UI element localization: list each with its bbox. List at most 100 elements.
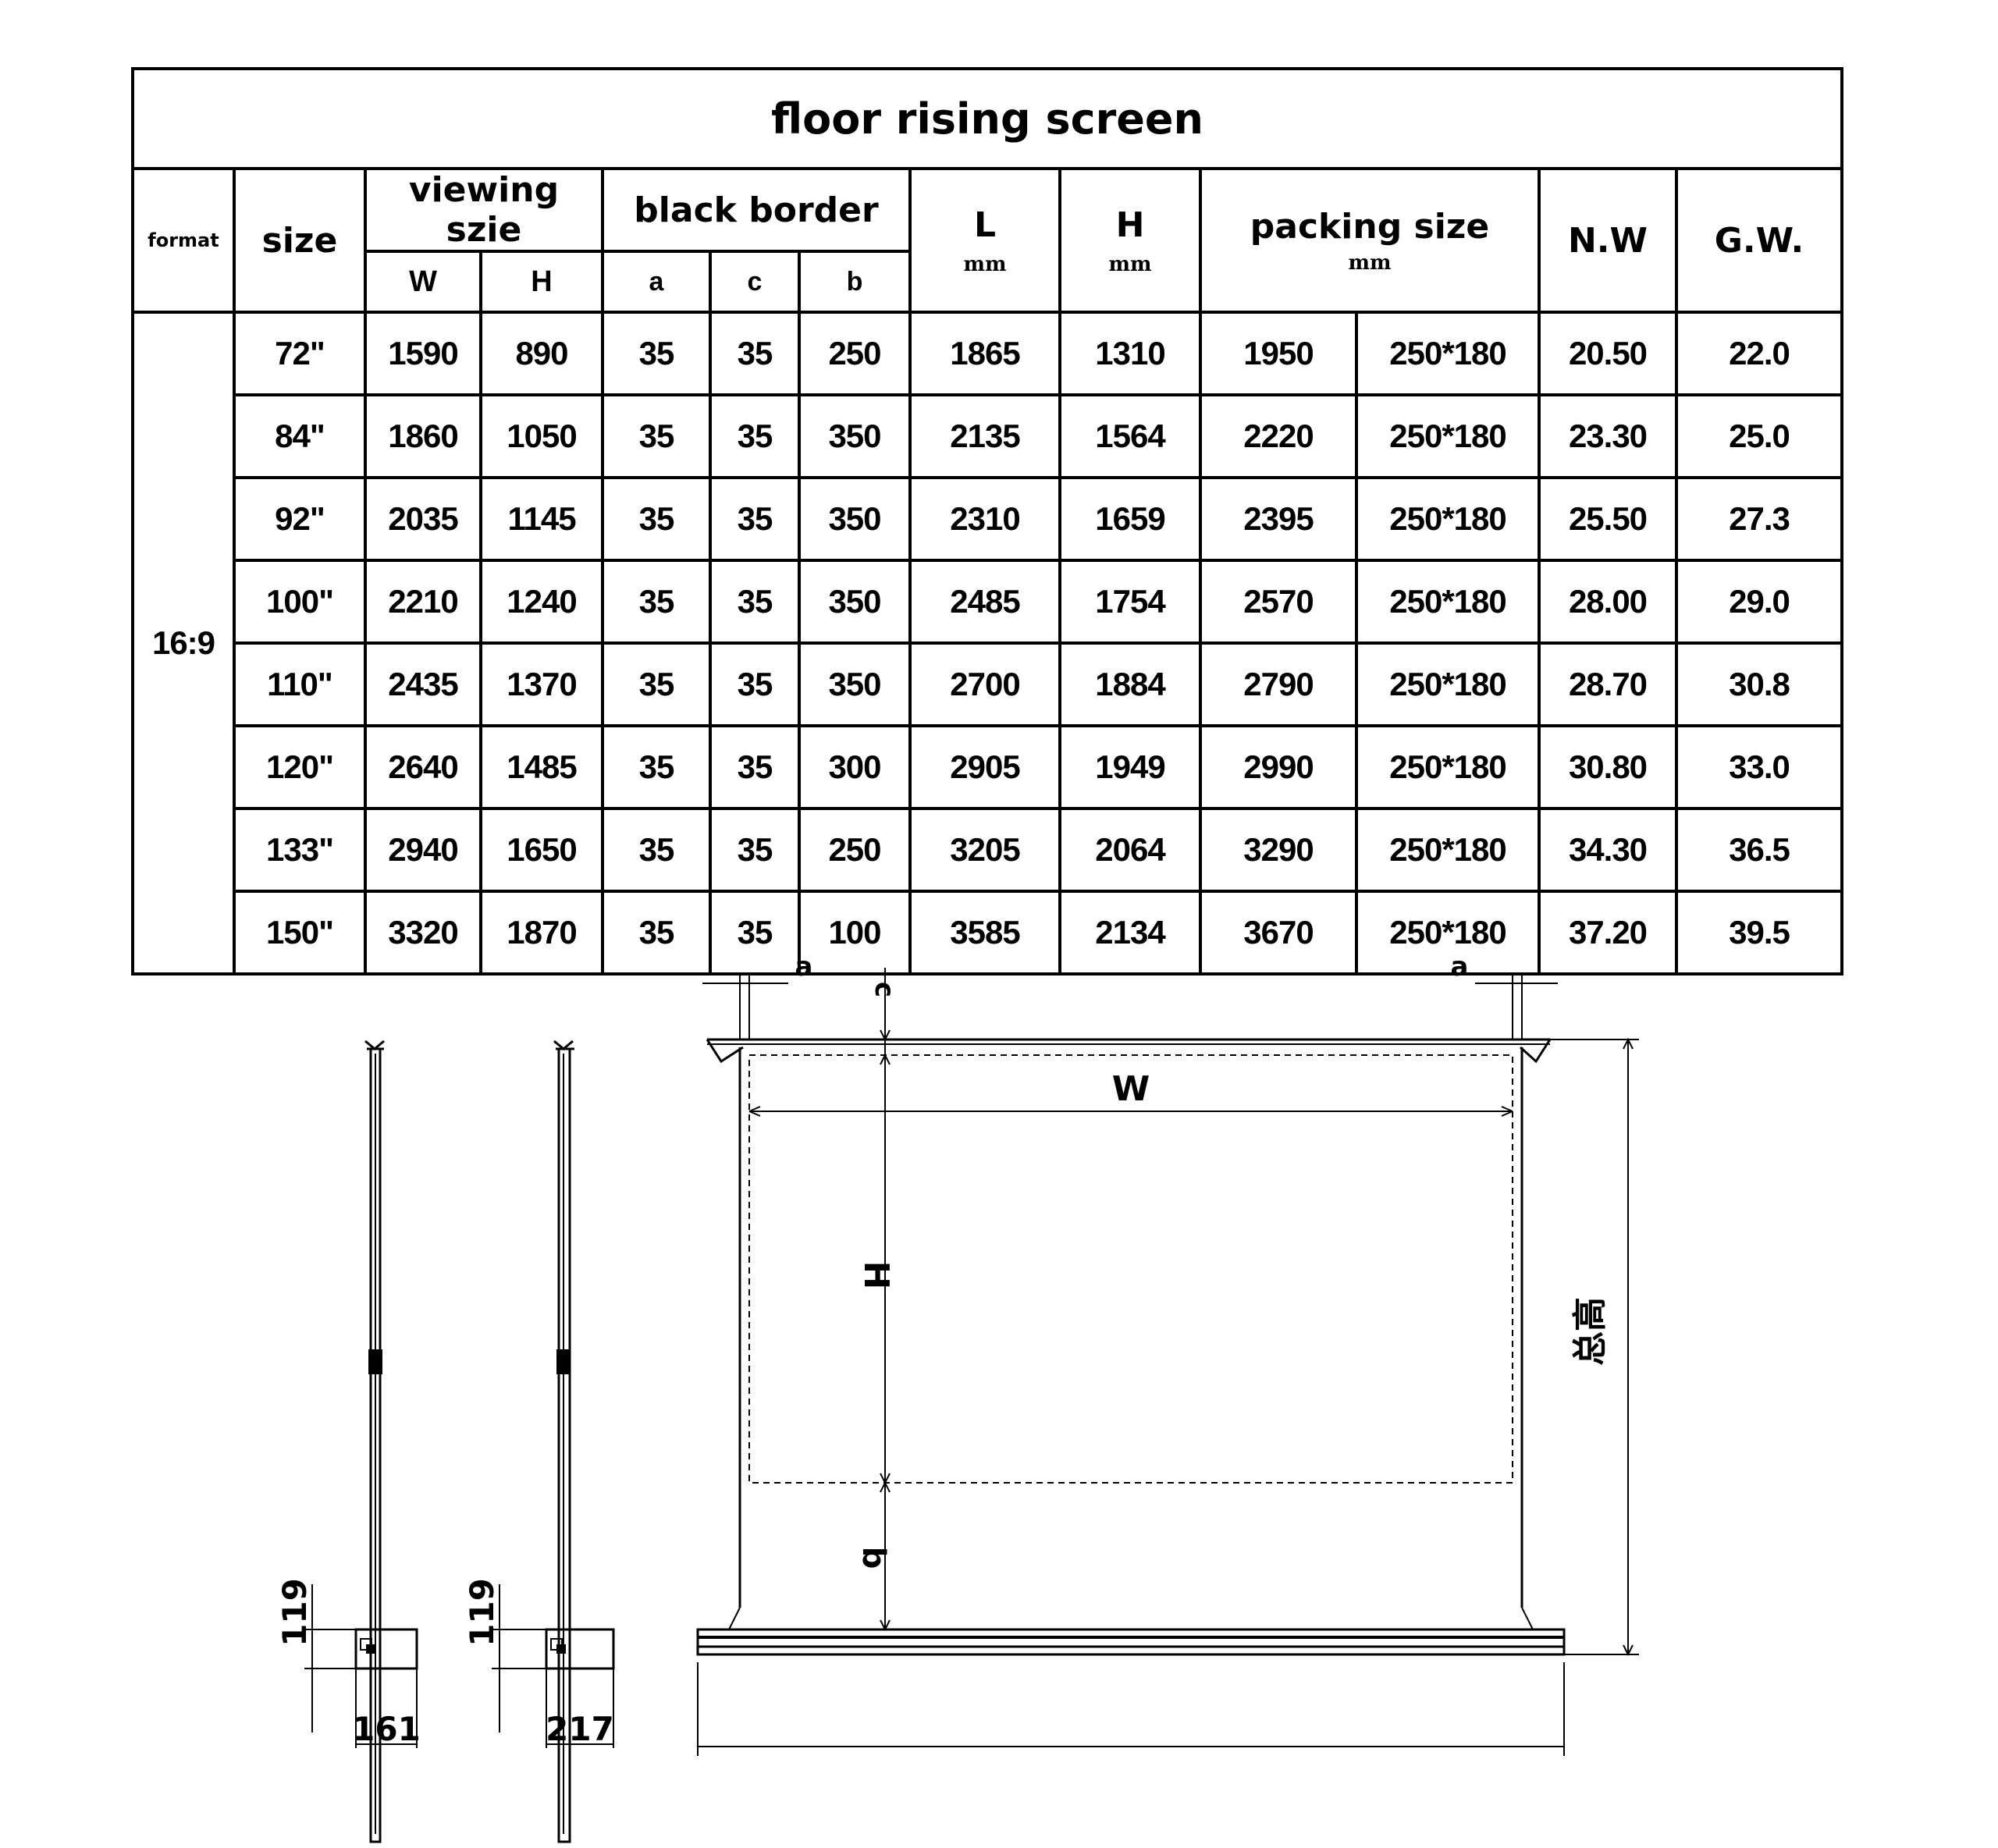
cell-w: 3320	[364, 890, 482, 976]
cell-pack-sec: 250*180	[1355, 559, 1541, 645]
cell-b: 250	[798, 807, 912, 893]
cell-c: 35	[709, 807, 801, 893]
side-view-1-pole	[369, 1047, 382, 1843]
cell-b: 350	[798, 476, 912, 562]
format-value: 16:9	[131, 311, 236, 976]
cell-b: 350	[798, 559, 912, 645]
header-length-label: L	[973, 204, 997, 245]
cell-a: 35	[601, 393, 712, 479]
cell-pack-sec: 250*180	[1355, 393, 1541, 479]
header-viewing-w: W	[364, 250, 482, 314]
header-border-b: b	[798, 250, 912, 314]
side-view-1-joint	[368, 1349, 382, 1374]
front-view-base-case	[696, 1628, 1566, 1656]
cell-a: 35	[601, 724, 712, 810]
cell-w: 2210	[364, 559, 482, 645]
cell-h: 1310	[1058, 311, 1202, 396]
cell-gw: 27.3	[1674, 476, 1844, 562]
cell-gw: 22.0	[1674, 311, 1844, 396]
cell-h: 1370	[479, 641, 604, 727]
front-view-label-a-right: a	[1451, 952, 1469, 983]
cell-w: 2940	[364, 807, 482, 893]
cell-h: 1485	[479, 724, 604, 810]
cell-l: 2310	[908, 476, 1061, 562]
cell-pack-len: 2990	[1199, 724, 1358, 810]
cell-pack-sec: 250*180	[1355, 890, 1541, 976]
cell-gw: 33.0	[1674, 724, 1844, 810]
front-view-label-total-height: 总高	[1570, 1297, 1610, 1366]
cell-w: 2035	[364, 476, 482, 562]
side-view-2	[492, 1040, 615, 1843]
header-height: H mm	[1058, 167, 1202, 314]
cell-nw: 28.00	[1538, 559, 1678, 645]
cell-h: 1659	[1058, 476, 1202, 562]
header-viewing-h: H	[479, 250, 604, 314]
header-viewing-size: viewing szie	[364, 167, 604, 253]
cell-pack-len: 2395	[1199, 476, 1358, 562]
front-view-label-w: W	[1112, 1069, 1150, 1109]
cell-h: 1870	[479, 890, 604, 976]
cell-c: 35	[709, 724, 801, 810]
cell-pack-sec: 250*180	[1355, 641, 1541, 727]
cell-w: 2640	[364, 724, 482, 810]
cell-w: 1590	[364, 311, 482, 396]
cell-l: 2700	[908, 641, 1061, 727]
cell-h: 1884	[1058, 641, 1202, 727]
cell-l: 2135	[908, 393, 1061, 479]
side-view-1-base	[354, 1628, 418, 1670]
header-border-a: a	[601, 250, 712, 314]
cell-gw: 39.5	[1674, 890, 1844, 976]
table-title: floor rising screen	[130, 67, 1844, 170]
cell-pack-sec: 250*180	[1355, 807, 1541, 893]
cell-a: 35	[601, 559, 712, 645]
cell-l: 1865	[908, 311, 1061, 396]
spec-table: floor rising screen format size viewing …	[130, 67, 1844, 976]
header-format: format	[131, 167, 236, 314]
cell-pack-sec: 250*180	[1355, 724, 1541, 810]
cell-a: 35	[601, 476, 712, 562]
cell-gw: 36.5	[1674, 807, 1844, 893]
header-length: L mm	[908, 167, 1061, 314]
header-gross-weight: G.W.	[1674, 167, 1844, 314]
cell-size: 100"	[233, 559, 367, 645]
front-view-label-a-left: a	[795, 952, 813, 983]
front-view-label-h: H	[856, 1261, 896, 1290]
header-net-weight: N.W	[1538, 167, 1678, 314]
cell-pack-sec: 250*180	[1355, 476, 1541, 562]
cell-size: 150"	[233, 890, 367, 976]
cell-h: 890	[479, 311, 604, 396]
front-view-label-c: c	[869, 982, 900, 997]
side-view-2-width-label: 217	[546, 1710, 614, 1748]
cell-h: 1564	[1058, 393, 1202, 479]
cell-b: 350	[798, 393, 912, 479]
technical-drawing: 119 161 119 217 a a c W H b 总高	[0, 952, 1998, 1848]
spec-table-grid: floor rising screen format size viewing …	[130, 67, 1844, 976]
cell-size: 84"	[233, 393, 367, 479]
cell-w: 2435	[364, 641, 482, 727]
cell-nw: 34.30	[1538, 807, 1678, 893]
cell-c: 35	[709, 559, 801, 645]
cell-nw: 23.30	[1538, 393, 1678, 479]
drawing-canvas: 119 161 119 217 a a c W H b 总高	[276, 952, 1639, 1843]
cell-a: 35	[601, 807, 712, 893]
cell-h: 1650	[479, 807, 604, 893]
cell-gw: 30.8	[1674, 641, 1844, 727]
header-packing-size: packing size mm	[1199, 167, 1541, 314]
cell-nw: 25.50	[1538, 476, 1678, 562]
header-packing-unit: mm	[1348, 251, 1392, 275]
front-view	[696, 968, 1639, 1756]
cell-nw: 20.50	[1538, 311, 1678, 396]
cell-h: 1145	[479, 476, 604, 562]
cell-size: 120"	[233, 724, 367, 810]
side-view-1-width-label: 161	[352, 1710, 421, 1748]
cell-h: 2134	[1058, 890, 1202, 976]
cell-gw: 25.0	[1674, 393, 1844, 479]
side-view-2-base	[545, 1628, 615, 1670]
cell-pack-len: 2570	[1199, 559, 1358, 645]
side-view-1	[304, 1040, 418, 1843]
